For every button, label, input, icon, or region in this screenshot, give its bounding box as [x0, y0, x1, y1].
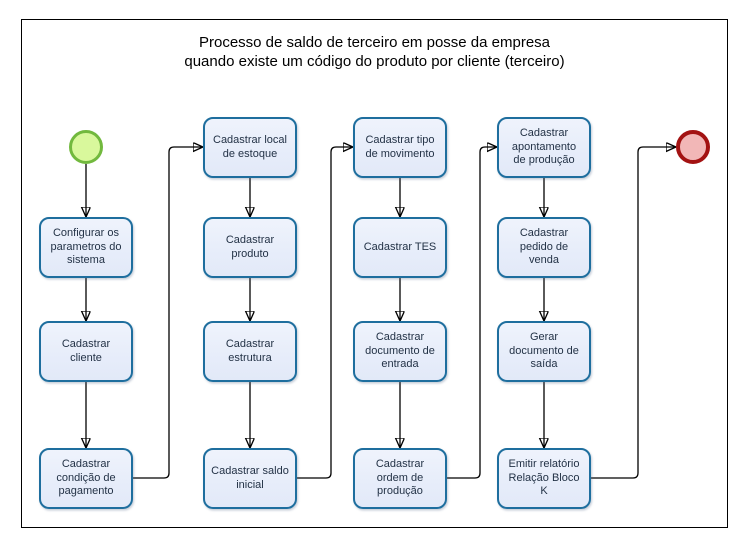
task-label: Cadastrar TES — [363, 240, 437, 253]
task-label: Cadastrar pedido de venda — [519, 227, 569, 267]
task-configurar-parametros[interactable]: Configurar os parametros do sistema — [39, 217, 133, 278]
title-line2: quando existe um código do produto por c… — [184, 53, 565, 70]
task-cadastrar-local-estoque[interactable]: Cadastrar local de estoque — [203, 117, 297, 178]
task-cadastrar-tipo-movimento[interactable]: Cadastrar tipo de movimento — [353, 117, 447, 178]
task-label: Gerar documento de saída — [509, 331, 579, 371]
task-cadastrar-pedido-venda[interactable]: Cadastrar pedido de venda — [497, 217, 591, 278]
end-event[interactable] — [676, 130, 710, 164]
task-cadastrar-documento-entrada[interactable]: Cadastrar documento de entrada — [353, 321, 447, 382]
connector-saldo-inicial-to-tipo-movimento — [297, 147, 353, 479]
task-cadastrar-saldo-inicial[interactable]: Cadastrar saldo inicial — [203, 448, 297, 509]
task-label: Cadastrar local de estoque — [213, 134, 287, 160]
task-cadastrar-apontamento-producao[interactable]: Cadastrar apontamento de produção — [497, 117, 591, 178]
task-label: Cadastrar estrutura — [225, 338, 275, 364]
task-cadastrar-ordem-producao[interactable]: Cadastrar ordem de produção — [353, 448, 447, 509]
task-label: Emitir relatório Relação Bloco K — [508, 458, 580, 498]
task-label: Cadastrar apontamento de produção — [511, 127, 577, 167]
connector-relatorio-to-end — [591, 147, 676, 479]
task-label: Cadastrar cliente — [61, 338, 111, 364]
diagram-title: Processo de saldo de terceiro em posse d… — [21, 33, 728, 71]
task-cadastrar-estrutura[interactable]: Cadastrar estrutura — [203, 321, 297, 382]
connector-ordem-to-apontamento — [447, 147, 497, 479]
task-label: Cadastrar ordem de produção — [375, 458, 425, 498]
task-cadastrar-condicao-pagamento[interactable]: Cadastrar condição de pagamento — [39, 448, 133, 509]
task-gerar-documento-saida[interactable]: Gerar documento de saída — [497, 321, 591, 382]
task-cadastrar-cliente[interactable]: Cadastrar cliente — [39, 321, 133, 382]
task-cadastrar-tes[interactable]: Cadastrar TES — [353, 217, 447, 278]
task-label: Cadastrar produto — [225, 234, 275, 260]
task-cadastrar-produto[interactable]: Cadastrar produto — [203, 217, 297, 278]
task-emitir-relatorio-bloco-k[interactable]: Emitir relatório Relação Bloco K — [497, 448, 591, 509]
task-label: Cadastrar documento de entrada — [365, 331, 435, 371]
title-line1: Processo de saldo de terceiro em posse d… — [198, 34, 551, 51]
task-label: Cadastrar saldo inicial — [211, 465, 289, 491]
start-event[interactable] — [69, 130, 103, 164]
task-label: Cadastrar condição de pagamento — [56, 458, 116, 498]
connector-condicao-to-local-estoque — [133, 147, 203, 479]
task-label: Configurar os parametros do sistema — [50, 227, 122, 267]
task-label: Cadastrar tipo de movimento — [365, 134, 435, 160]
